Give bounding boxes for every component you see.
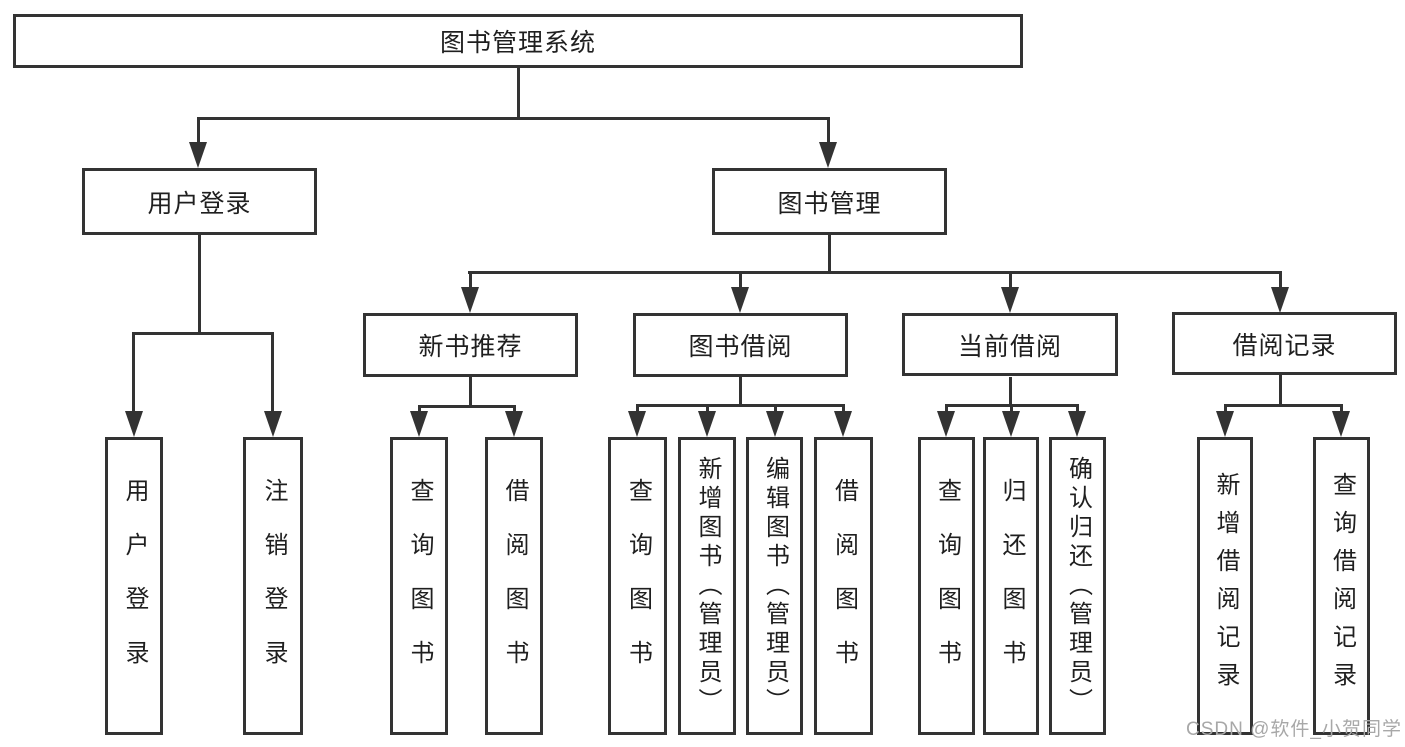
- connector-line: [1076, 404, 1079, 414]
- connector-line: [636, 404, 639, 414]
- leaf-borrow-books-recommend: 借阅图书: [485, 437, 543, 735]
- connector-line: [706, 404, 709, 414]
- leaf-label: 查询图书: [933, 478, 961, 694]
- arrowhead-down-icon: [937, 411, 955, 437]
- arrowhead-down-icon: [1068, 411, 1086, 437]
- leaf-return-books: 归还图书: [983, 437, 1039, 735]
- leaf-label: 借阅图书: [830, 478, 858, 694]
- arrowhead-down-icon: [125, 411, 143, 437]
- leaf-label: 新增图书（管理员）: [694, 455, 721, 717]
- arrowhead-down-icon: [189, 142, 207, 168]
- connector-line: [1224, 404, 1227, 414]
- leaf-add-borrow-record: 新增借阅记录: [1197, 437, 1253, 735]
- arrowhead-down-icon: [834, 411, 852, 437]
- node-root-label: 图书管理系统: [439, 29, 596, 57]
- leaf-query-borrow-record: 查询借阅记录: [1313, 437, 1370, 735]
- connector-line: [945, 404, 948, 414]
- connector-line: [1279, 375, 1282, 407]
- leaf-query-books-recommend: 查询图书: [390, 437, 448, 735]
- connector-line: [418, 405, 421, 415]
- arrowhead-down-icon: [1332, 411, 1350, 437]
- arrowhead-down-icon: [731, 287, 749, 313]
- node-book-borrowing: 图书借阅: [633, 313, 848, 377]
- connector-line: [1009, 271, 1012, 289]
- connector-line: [468, 271, 1282, 274]
- connector-line: [197, 117, 830, 120]
- connector-line: [1009, 377, 1012, 407]
- connector-line: [739, 271, 742, 289]
- node-user-login: 用户登录: [82, 168, 317, 235]
- connector-line: [1279, 271, 1282, 289]
- node-label: 图书借阅: [688, 333, 793, 361]
- leaf-label: 注销登录: [260, 478, 287, 694]
- arrowhead-down-icon: [410, 411, 428, 437]
- leaf-label: 查询图书: [406, 478, 433, 694]
- connector-line: [469, 377, 472, 408]
- node-label: 新书推荐: [418, 333, 523, 361]
- leaf-label: 编辑图书（管理员）: [761, 455, 789, 717]
- node-label: 图书管理: [777, 189, 882, 218]
- leaf-label: 确认归还（管理员）: [1064, 455, 1092, 717]
- arrowhead-down-icon: [698, 411, 716, 437]
- connector-line: [636, 404, 845, 407]
- leaf-query-books-current: 查询图书: [918, 437, 975, 735]
- connector-line: [774, 404, 777, 414]
- leaf-label: 用户登录: [121, 478, 148, 694]
- arrowhead-down-icon: [1271, 287, 1289, 313]
- connector-line: [198, 235, 201, 335]
- connector-line: [271, 332, 274, 413]
- leaf-label: 查询图书: [624, 478, 652, 694]
- arrowhead-down-icon: [264, 411, 282, 437]
- connector-line: [828, 235, 831, 273]
- connector-line: [132, 332, 135, 413]
- connector-line: [1340, 404, 1343, 414]
- leaf-label: 归还图书: [998, 478, 1025, 694]
- leaf-query-books-borrow: 查询图书: [608, 437, 667, 735]
- leaf-label: 查询借阅记录: [1328, 472, 1356, 700]
- arrowhead-down-icon: [1002, 411, 1020, 437]
- arrowhead-down-icon: [766, 411, 784, 437]
- connector-line: [1010, 404, 1013, 414]
- node-borrowing-records: 借阅记录: [1172, 312, 1397, 375]
- connector-line: [842, 404, 845, 414]
- connector-line: [513, 405, 516, 415]
- connector-line: [418, 405, 516, 408]
- connector-line: [197, 117, 200, 144]
- leaf-add-books-admin: 新增图书（管理员）: [678, 437, 736, 735]
- node-current-borrowing: 当前借阅: [902, 313, 1118, 376]
- leaf-edit-books-admin: 编辑图书（管理员）: [746, 437, 803, 735]
- node-label: 借阅记录: [1232, 331, 1337, 360]
- leaf-logout: 注销登录: [243, 437, 303, 735]
- connector-line: [517, 68, 520, 119]
- arrowhead-down-icon: [1216, 411, 1234, 437]
- leaf-user-login: 用户登录: [105, 437, 163, 735]
- connector-line: [827, 117, 830, 144]
- connector-line: [1224, 404, 1342, 407]
- arrowhead-down-icon: [461, 287, 479, 313]
- node-label: 当前借阅: [957, 332, 1062, 361]
- node-new-book-recommend: 新书推荐: [363, 313, 578, 377]
- leaf-confirm-return-admin: 确认归还（管理员）: [1049, 437, 1106, 735]
- node-label: 用户登录: [147, 189, 252, 218]
- arrowhead-down-icon: [505, 411, 523, 437]
- connector-line: [739, 377, 742, 407]
- leaf-label: 新增借阅记录: [1212, 472, 1239, 700]
- arrowhead-down-icon: [628, 411, 646, 437]
- arrowhead-down-icon: [819, 142, 837, 168]
- leaf-label: 借阅图书: [501, 478, 528, 694]
- csdn-watermark: CSDN @软件_小贺同学: [1186, 719, 1402, 740]
- leaf-borrow-books: 借阅图书: [814, 437, 873, 735]
- node-book-management: 图书管理: [712, 168, 947, 235]
- connector-line: [469, 271, 472, 289]
- connector-line: [132, 332, 274, 335]
- arrowhead-down-icon: [1001, 287, 1019, 313]
- node-root: 图书管理系统: [13, 14, 1023, 68]
